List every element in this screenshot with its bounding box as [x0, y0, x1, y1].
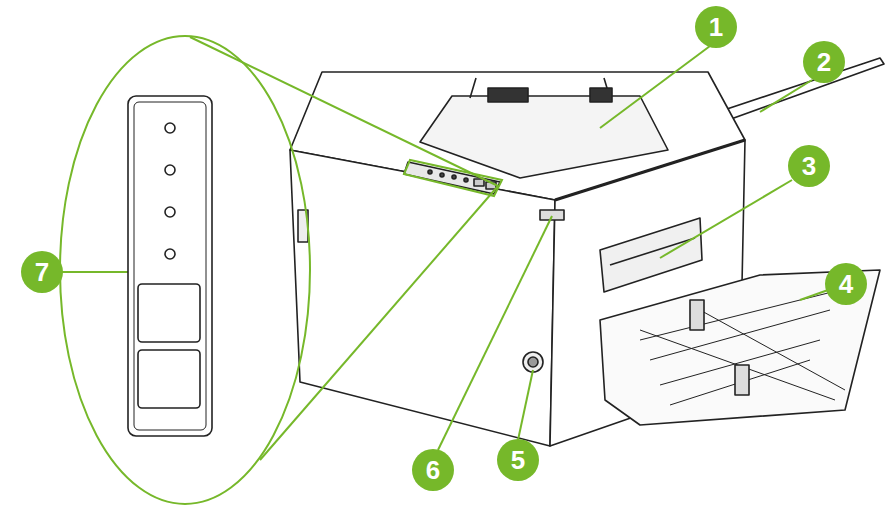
leader-line	[438, 216, 552, 450]
paper-guide	[488, 88, 528, 102]
led	[165, 165, 175, 175]
callout-number: 6	[412, 449, 454, 491]
paper-guide	[690, 300, 704, 330]
priority-slot	[600, 218, 702, 292]
door-latch	[540, 210, 564, 220]
zoom-line	[190, 37, 498, 186]
led	[165, 207, 175, 217]
callout-number: 5	[497, 439, 539, 481]
paper-guide	[590, 88, 612, 102]
panel-enlarged	[128, 96, 212, 436]
leader-line	[62, 271, 128, 273]
callout-number: 1	[695, 6, 737, 48]
callout-number: 3	[788, 145, 830, 187]
leader-line	[660, 180, 792, 258]
power-switch	[523, 352, 543, 372]
printer-side	[290, 150, 555, 446]
leader-line	[518, 370, 533, 440]
zoom-ellipse	[60, 36, 310, 504]
callout-number: 7	[21, 251, 63, 293]
leader-line	[760, 80, 812, 112]
panel-button	[138, 350, 200, 408]
leader-line	[800, 290, 828, 300]
panel-button	[138, 284, 200, 342]
callout-number: 2	[803, 41, 845, 83]
leader-line	[600, 46, 710, 128]
callout-number: 4	[825, 263, 867, 305]
led	[165, 249, 175, 259]
led	[165, 123, 175, 133]
zoom-target	[404, 160, 502, 196]
zoom-line	[260, 186, 498, 460]
